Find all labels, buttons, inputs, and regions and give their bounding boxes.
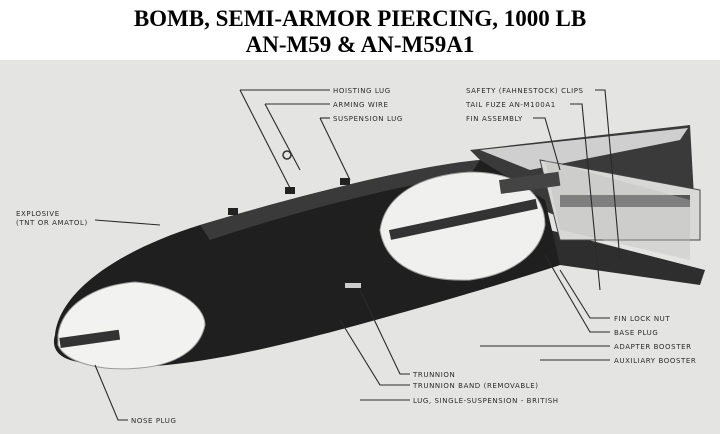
label-nose-plug: NOSE PLUG bbox=[131, 417, 177, 425]
label-hoisting-lug: HOISTING LUG bbox=[333, 87, 391, 95]
label-arming-wire: ARMING WIRE bbox=[333, 101, 389, 109]
label-suspension-lug: SUSPENSION LUG bbox=[333, 115, 403, 123]
tail-cutaway bbox=[379, 171, 546, 281]
label-explosive-type: (TNT OR AMATOL) bbox=[16, 219, 88, 227]
label-trunnion: TRUNNION bbox=[412, 371, 455, 379]
label-adapter-booster: ADAPTER BOOSTER bbox=[614, 343, 692, 351]
label-safety-clips: SAFETY (FAHNESTOCK) CLIPS bbox=[466, 87, 584, 95]
label-fin-assembly: FIN ASSEMBLY bbox=[466, 115, 523, 123]
label-explosive: EXPLOSIVE bbox=[16, 210, 60, 218]
label-auxiliary-booster: AUXILIARY BOOSTER bbox=[614, 357, 696, 365]
title-line-1: BOMB, SEMI-ARMOR PIERCING, 1000 LB bbox=[133, 6, 587, 31]
label-base-plug: BASE PLUG bbox=[614, 329, 658, 337]
nose-cutaway bbox=[57, 281, 206, 370]
label-tail-fuze: TAIL FUZE AN-M100A1 bbox=[465, 101, 556, 109]
fin-assembly-drawing bbox=[470, 125, 705, 285]
label-lug-british: LUG, SINGLE-SUSPENSION - BRITISH bbox=[413, 397, 559, 405]
title-line-2: AN-M59 & AN-M59A1 bbox=[245, 32, 475, 57]
label-fin-lock-nut: FIN LOCK NUT bbox=[614, 315, 670, 323]
label-trunnion-band: TRUNNION BAND (REMOVABLE) bbox=[412, 382, 539, 390]
